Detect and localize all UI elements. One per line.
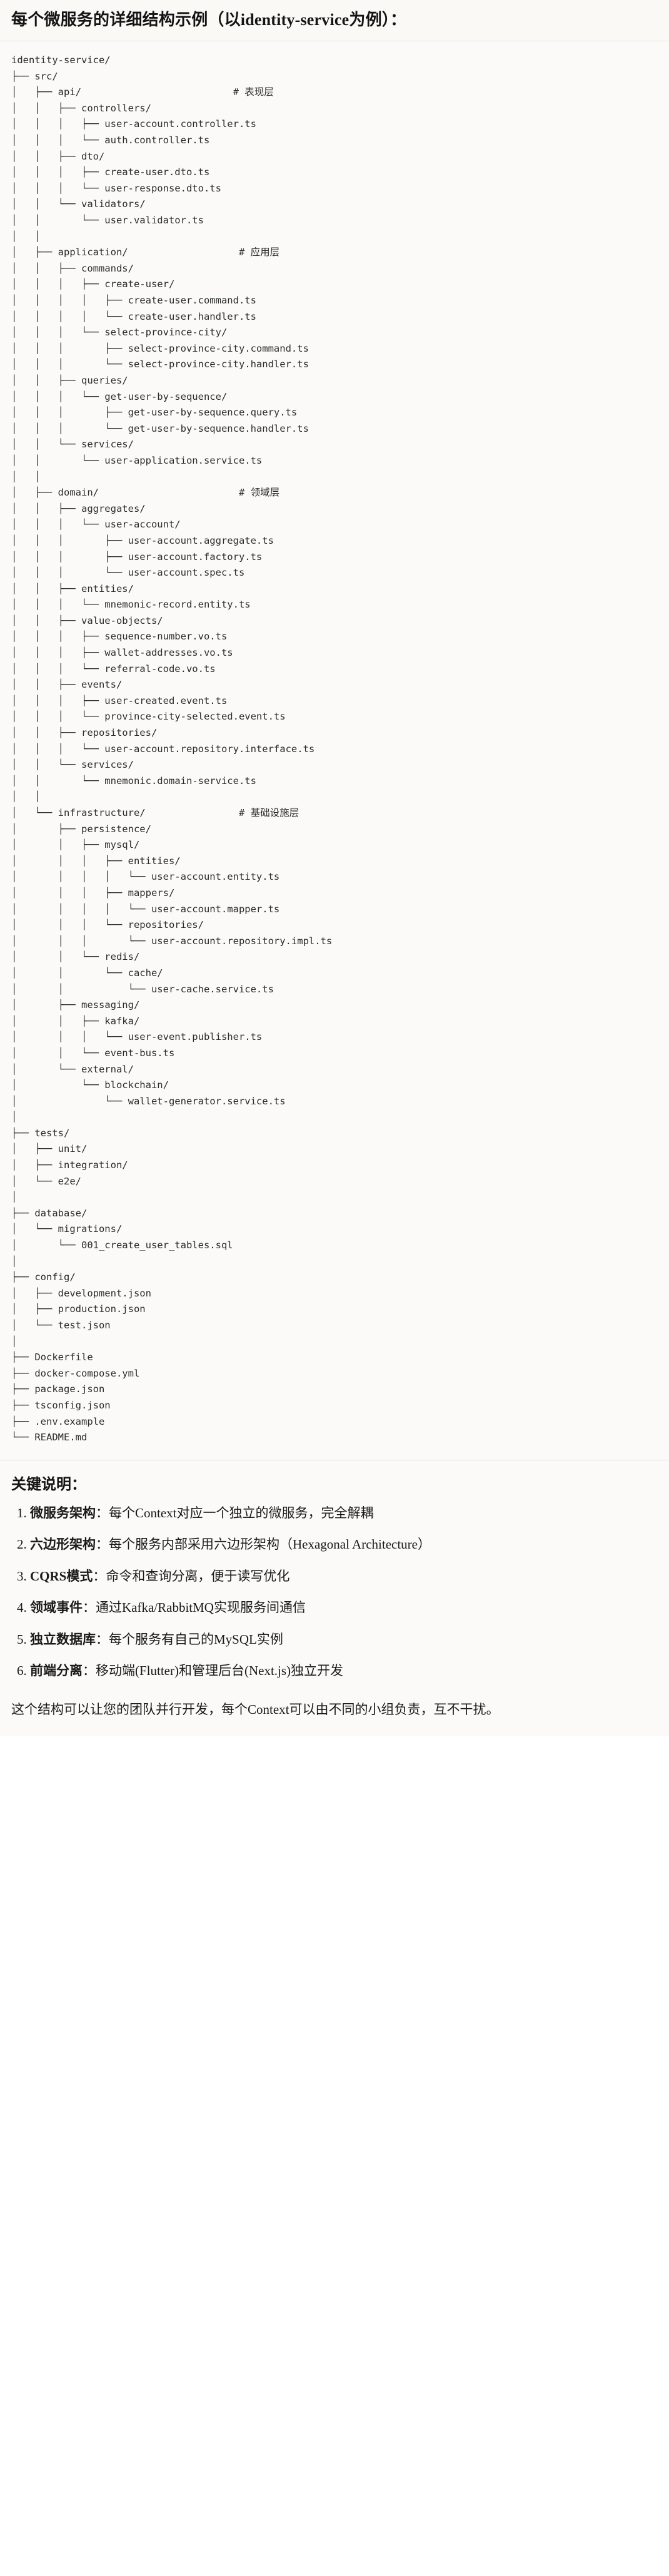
- closing-paragraph: 这个结构可以让您的团队并行开发，每个Context可以由不同的小组负责，互不干扰…: [11, 1701, 500, 1717]
- key-point-item: 独立数据库：每个服务有自己的MySQL实例: [30, 1630, 658, 1650]
- key-point-separator: ：: [96, 1505, 109, 1520]
- key-points-block: 关键说明： 微服务架构：每个Context对应一个独立的微服务，完全解耦六边形架…: [0, 1460, 669, 1736]
- directory-tree-block: identity-service/ ├── src/ │ ├── api/ # …: [0, 41, 669, 1460]
- key-point-term: 六边形架构: [30, 1537, 96, 1552]
- key-point-description: 每个Context对应一个独立的微服务，完全解耦: [109, 1505, 374, 1520]
- key-point-description: 移动端(Flutter)和管理后台(Next.js)独立开发: [96, 1663, 344, 1679]
- key-points-title: 关键说明：: [11, 1476, 86, 1493]
- directory-tree: identity-service/ ├── src/ │ ├── api/ # …: [11, 54, 333, 1443]
- key-point-separator: ：: [93, 1568, 106, 1584]
- key-point-separator: ：: [83, 1663, 96, 1679]
- key-point-description: 通过Kafka/RabbitMQ实现服务间通信: [96, 1600, 306, 1616]
- key-point-separator: ：: [96, 1631, 109, 1647]
- key-point-separator: ：: [96, 1537, 109, 1552]
- header-band: 每个微服务的详细结构示例（以identity-service为例）：: [0, 0, 669, 42]
- key-point-term: 微服务架构: [30, 1505, 96, 1520]
- key-point-item: CQRS模式：命令和查询分离，便于读写优化: [30, 1567, 658, 1587]
- key-point-description: 每个服务有自己的MySQL实例: [109, 1631, 283, 1647]
- key-point-description: 命令和查询分离，便于读写优化: [106, 1568, 290, 1584]
- key-point-description: 每个服务内部采用六边形架构（Hexagonal Architecture）: [109, 1537, 431, 1552]
- key-points-list: 微服务架构：每个Context对应一个独立的微服务，完全解耦六边形架构：每个服务…: [11, 1504, 658, 1681]
- key-point-item: 六边形架构：每个服务内部采用六边形架构（Hexagonal Architectu…: [30, 1535, 658, 1555]
- key-point-item: 领域事件：通过Kafka/RabbitMQ实现服务间通信: [30, 1598, 658, 1618]
- key-point-separator: ：: [83, 1600, 96, 1616]
- page-title: 每个微服务的详细结构示例（以identity-service为例）：: [11, 11, 407, 29]
- key-point-item: 前端分离：移动端(Flutter)和管理后台(Next.js)独立开发: [30, 1661, 658, 1681]
- key-point-term: CQRS模式: [30, 1568, 93, 1584]
- page-root: 每个微服务的详细结构示例（以identity-service为例）： ident…: [0, 0, 669, 1736]
- key-point-item: 微服务架构：每个Context对应一个独立的微服务，完全解耦: [30, 1504, 658, 1524]
- key-point-term: 前端分离: [30, 1663, 83, 1679]
- key-point-term: 独立数据库: [30, 1631, 96, 1647]
- key-point-term: 领域事件: [30, 1600, 83, 1616]
